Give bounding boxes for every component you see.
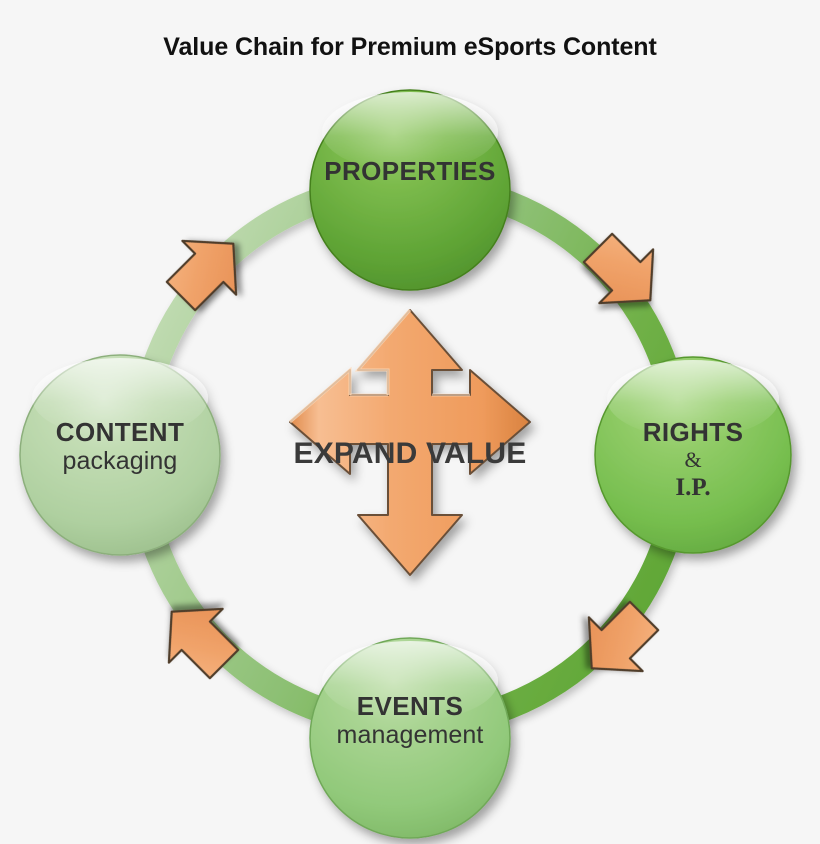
- node-gloss: [322, 92, 498, 172]
- arrow-shape: [587, 600, 660, 673]
- node-gloss: [322, 641, 498, 721]
- node-content[interactable]: [19, 354, 221, 556]
- arrow-top-left: [165, 239, 238, 312]
- four-way-arrow-icon: [289, 309, 531, 576]
- node-gloss: [32, 358, 208, 438]
- arrow-shape: [165, 239, 238, 312]
- arrow-cluster-shape: [289, 309, 531, 576]
- arrow-top-right: [582, 232, 655, 305]
- arrow-bottom-left: [167, 607, 240, 680]
- node-properties[interactable]: [309, 89, 511, 291]
- node-rights-ip[interactable]: [594, 356, 792, 554]
- arrow-shape: [167, 607, 240, 680]
- bevel-highlight-up: [354, 309, 412, 395]
- arrow-bottom-right: [587, 600, 660, 673]
- bevel-highlight-left: [289, 366, 352, 424]
- node-gloss: [607, 360, 779, 438]
- node-events[interactable]: [309, 637, 511, 839]
- arrow-shape: [582, 232, 655, 305]
- page-title: Value Chain for Premium eSports Content: [163, 33, 657, 61]
